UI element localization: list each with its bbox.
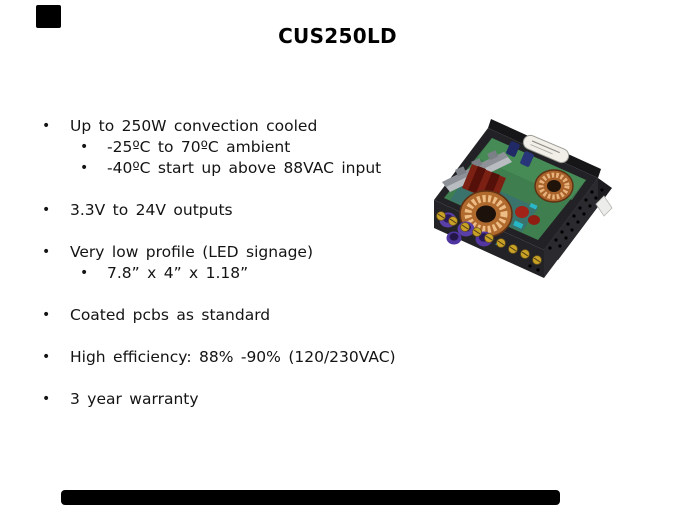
bullet-text: High efficiency: 88% -90% (120/230VAC) — [70, 348, 396, 366]
footer-mask — [61, 490, 560, 505]
bullet-item: • 3.3V to 24V outputs — [0, 200, 660, 221]
logo-mask — [36, 5, 61, 28]
bullet-text: Coated pcbs as standard — [70, 306, 271, 324]
bullet-icon: • — [42, 244, 51, 260]
bullet-text: 3 year warranty — [70, 390, 199, 408]
bullet-text: 7.8” x 4” x 1.18” — [107, 264, 249, 282]
bullet-icon: • — [42, 118, 51, 134]
product-photo — [426, 116, 616, 294]
bullet-icon: • — [42, 391, 51, 407]
bullet-icon: • — [80, 265, 89, 281]
bullet-item: • -25ºC to 70ºC ambient — [0, 137, 660, 158]
bullet-item: • Coated pcbs as standard — [0, 305, 660, 326]
bullet-icon: • — [80, 139, 89, 155]
bullet-icon: • — [80, 160, 89, 176]
feature-list: • Up to 250W convection cooled • -25ºC t… — [0, 116, 660, 410]
bullet-icon: • — [42, 307, 51, 323]
page-title: CUS250LD — [278, 24, 397, 49]
bullet-item: • Up to 250W convection cooled — [0, 116, 660, 137]
bullet-text: -40ºC start up above 88VAC input — [107, 159, 382, 177]
bullet-text: -25ºC to 70ºC ambient — [107, 138, 291, 156]
bullet-icon: • — [42, 202, 51, 218]
bullet-item: • High efficiency: 88% -90% (120/230VAC) — [0, 347, 660, 368]
bullet-text: 3.3V to 24V outputs — [70, 201, 233, 219]
bullet-item: • Very low profile (LED signage) — [0, 242, 660, 263]
bullet-text: Up to 250W convection cooled — [70, 117, 318, 135]
bullet-icon: • — [42, 349, 51, 365]
bullet-item: • -40ºC start up above 88VAC input — [0, 158, 660, 179]
bullet-text: Very low profile (LED signage) — [70, 243, 313, 261]
bullet-item: • 7.8” x 4” x 1.18” — [0, 263, 660, 284]
power-supply-illustration — [434, 119, 613, 278]
bullet-item: • 3 year warranty — [0, 389, 660, 410]
